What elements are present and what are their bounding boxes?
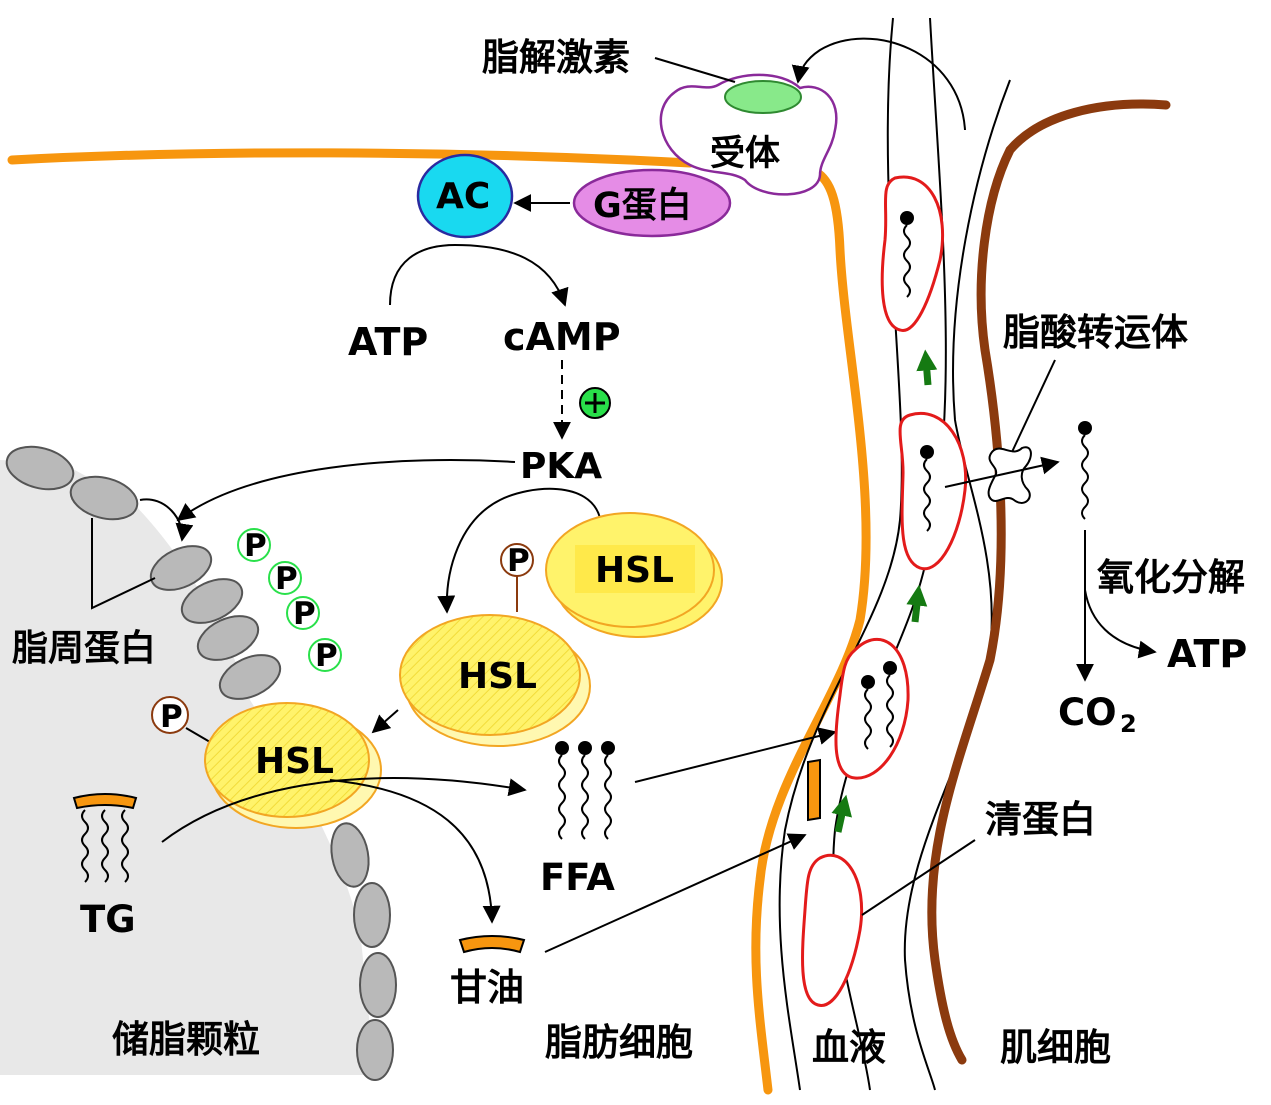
perilipin-curl-arrow <box>139 498 194 542</box>
ffa-blood-arrow <box>634 727 837 783</box>
tg-label: TG <box>80 898 136 941</box>
transport-arrow <box>944 456 1060 488</box>
atp-label: ATP <box>348 320 428 364</box>
glycerol-blood-shape <box>807 758 821 822</box>
muscle-membrane <box>927 99 1171 1065</box>
transporter-pointer <box>1011 359 1056 453</box>
hsl-inactive-label-bg <box>575 545 695 593</box>
albumin-pointer <box>861 839 976 916</box>
muscle-fa-head <box>1078 421 1092 435</box>
perilipin-bracket <box>91 518 156 610</box>
hsl-middle-label: HSL <box>458 656 537 697</box>
hsl-active-label: HSL <box>255 741 334 782</box>
glycerol-label: 甘油 <box>450 966 524 1009</box>
glycerol-shape <box>458 935 526 954</box>
atp-product-label: ATP <box>1167 632 1247 676</box>
tg-glycerol-arrow <box>329 779 501 924</box>
g-protein-label: G蛋白 <box>593 186 692 226</box>
phospho-stem-2 <box>185 727 211 743</box>
ffa-icon <box>555 741 615 840</box>
perilipin-phospho-1: P <box>244 528 267 564</box>
hormone-shape <box>724 80 802 114</box>
hormone-arrow <box>791 37 966 131</box>
tg-glycerol-backbone <box>72 793 138 810</box>
perilipin-phospho-2: P <box>275 561 298 597</box>
hormone-pointer <box>654 57 736 83</box>
hsl-phospho-1: P <box>507 543 530 579</box>
phospho-circle-1 <box>500 543 534 577</box>
blood-flow-arrows <box>831 349 938 833</box>
receptor-label: 受体 <box>710 134 780 174</box>
oxidation-atp-arrow <box>1084 589 1157 659</box>
phospho-circle-2 <box>151 696 189 734</box>
tg-chains <box>81 809 129 883</box>
blood-label: 血液 <box>812 1026 886 1069</box>
camp-label: cAMP <box>503 315 621 359</box>
adipocyte-label: 脂肪细胞 <box>545 1021 693 1064</box>
adipocyte-membrane <box>7 148 871 1095</box>
muscle-fa-tail <box>1081 434 1089 520</box>
ac-label: AC <box>436 176 490 217</box>
hsl-phospho-2: P <box>160 699 183 735</box>
hsl-inactive-label: HSL <box>595 550 674 591</box>
oxidation-label: 氧化分解 <box>1097 556 1245 599</box>
muscle-cell-label: 肌细胞 <box>1000 1026 1111 1069</box>
pka-label: PKA <box>520 446 602 487</box>
ffa-label: FFA <box>540 856 615 899</box>
tg-ffa-arrow <box>161 777 527 843</box>
perilipin-phospho-4: P <box>315 638 338 674</box>
pka-perilipin-arrow <box>176 459 516 522</box>
blood-fatty-acids <box>861 211 934 750</box>
hsl-middle-arrow <box>371 709 399 734</box>
perilipin-phosphates <box>237 528 342 672</box>
atp-camp-arrow <box>389 243 569 307</box>
perilipin-chain <box>5 445 397 1081</box>
lipid-droplet-region <box>0 460 375 1075</box>
hsl-middle-shape <box>399 614 581 736</box>
g-protein-shape <box>572 168 732 238</box>
albumin-shapes <box>801 175 968 1007</box>
co2-label: CO <box>1058 691 1117 734</box>
hsl-active-shape <box>204 702 370 818</box>
ac-shape <box>416 153 514 239</box>
transporter-label: 脂酸转运体 <box>1003 311 1188 354</box>
perilipin-label: 脂周蛋白 <box>12 628 156 669</box>
lipid-droplet-label: 储脂颗粒 <box>112 1018 260 1061</box>
pka-hsl-arrow <box>437 487 601 614</box>
perilipin-phospho-3: P <box>293 596 316 632</box>
albumin-label: 清蛋白 <box>985 798 1096 841</box>
hormone-label: 脂解激素 <box>482 36 630 79</box>
glycerol-blood-arrow <box>544 833 807 953</box>
co2-subscript: 2 <box>1120 710 1137 738</box>
